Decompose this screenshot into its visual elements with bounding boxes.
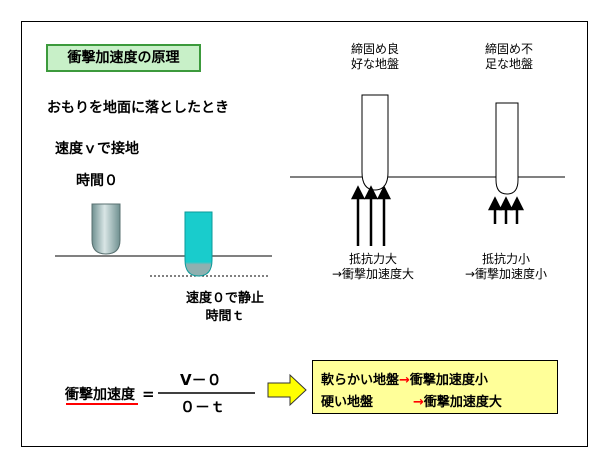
- small-resistance-arrows: [487, 196, 525, 224]
- poor-ground-line2: 足な地盤: [484, 57, 533, 71]
- time-t-label: 時間ｔ: [205, 309, 245, 324]
- poor-ground-line1: 締固め不: [484, 42, 533, 56]
- result-line-soft: 軟らかい地盤→衝撃加速度小: [321, 369, 488, 388]
- soft-arrow: →: [399, 373, 410, 388]
- contact-speed-label: 速度ｖで接地: [55, 141, 139, 157]
- block-arrow-icon: [267, 373, 307, 407]
- result-box: 軟らかい地盤→衝撃加速度小 硬い地盤→衝撃加速度大: [312, 360, 558, 414]
- large-resistance-label: 抵抗力大 →衝撃加速度大: [318, 252, 428, 282]
- falling-weight-icon: [91, 203, 121, 255]
- hard-effect-text: 衝撃加速度大: [423, 395, 502, 410]
- stopped-weight-icon: [184, 211, 213, 277]
- soft-ground-text: 軟らかい地盤: [321, 373, 400, 388]
- formula-numerator: V－０: [180, 371, 222, 389]
- slide-frame: [21, 21, 588, 447]
- good-ground-label: 締固め良 好な地盤: [330, 42, 420, 72]
- stop-labels: 速度０で静止 時間ｔ: [155, 290, 295, 326]
- good-ground-line2: 好な地盤: [350, 57, 399, 71]
- large-resistance-line1: 抵抗力大: [348, 252, 397, 266]
- small-resistance-label: 抵抗力小 →衝撃加速度小: [446, 252, 566, 282]
- small-resistance-line2: →衝撃加速度小: [464, 267, 548, 281]
- good-ground-line1: 締固め良: [350, 42, 399, 56]
- time-zero-label: 時間０: [76, 173, 118, 189]
- large-resistance-arrows: [350, 185, 392, 246]
- page-title: 衝撃加速度の原理: [46, 44, 201, 72]
- formula-equals: =: [142, 385, 155, 403]
- hard-ground-text: 硬い地盤: [321, 395, 374, 410]
- hard-arrow: →: [413, 395, 424, 410]
- result-line-hard: 硬い地盤 →衝撃加速度大: [321, 391, 502, 410]
- small-resistance-line1: 抵抗力小: [481, 252, 530, 266]
- large-resistance-line2: →衝撃加速度大: [331, 267, 415, 281]
- formula-denominator: ０－ｔ: [180, 398, 225, 416]
- subtitle: おもりを地面に落としたとき: [47, 100, 229, 116]
- good-ground-probe-icon: [361, 94, 389, 191]
- soft-effect-text: 衝撃加速度小: [409, 373, 488, 388]
- formula-lhs: 衝撃加速度: [64, 386, 136, 403]
- poor-ground-label: 締固め不 足な地盤: [464, 42, 554, 72]
- stop-label: 速度０で静止: [185, 291, 264, 306]
- poor-ground-probe-icon: [495, 102, 519, 195]
